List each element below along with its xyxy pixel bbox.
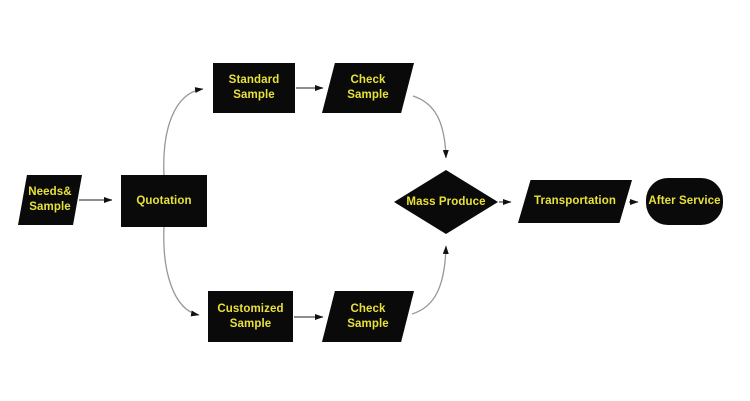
node-quotation-label: Quotation (136, 194, 192, 207)
node-transportation: Transportation (518, 180, 632, 223)
node-needs-sample: Needs& Sample (18, 175, 82, 225)
node-mass-produce-label: Mass Produce (406, 195, 486, 208)
node-check-sample-bottom-label-line1: Check (350, 302, 386, 315)
node-check-sample-top-label-line1: Check (350, 74, 386, 87)
node-needs-sample-label-line2: Sample (29, 201, 71, 213)
node-check-sample-bottom-label-line2: Sample (347, 317, 389, 330)
node-after-service: After Service (646, 178, 723, 225)
node-customized-sample-label-line1: Customized (217, 302, 284, 315)
node-needs-sample-label-line1: Needs& (28, 186, 72, 199)
node-quotation: Quotation (121, 175, 207, 227)
node-after-service-label: After Service (648, 195, 721, 208)
node-standard-sample-label-line1: Standard (228, 74, 280, 87)
node-check-sample-bottom: Check Sample (322, 291, 414, 342)
connector-checktop-to-mass (412, 95, 449, 159)
connector-quotation-to-standard (163, 87, 204, 176)
node-transportation-label: Transportation (534, 195, 616, 208)
node-customized-sample: Customized Sample (208, 291, 293, 342)
connector-quotation-to-customized (163, 226, 200, 317)
connector-checkbottom-to-mass (411, 245, 449, 315)
node-check-sample-top: Check Sample (322, 63, 414, 113)
node-customized-sample-label-line2: Sample (229, 317, 272, 330)
node-check-sample-top-label-line2: Sample (347, 89, 389, 101)
node-standard-sample: Standard Sample (213, 63, 295, 113)
node-standard-sample-label-line2: Sample (233, 89, 275, 101)
